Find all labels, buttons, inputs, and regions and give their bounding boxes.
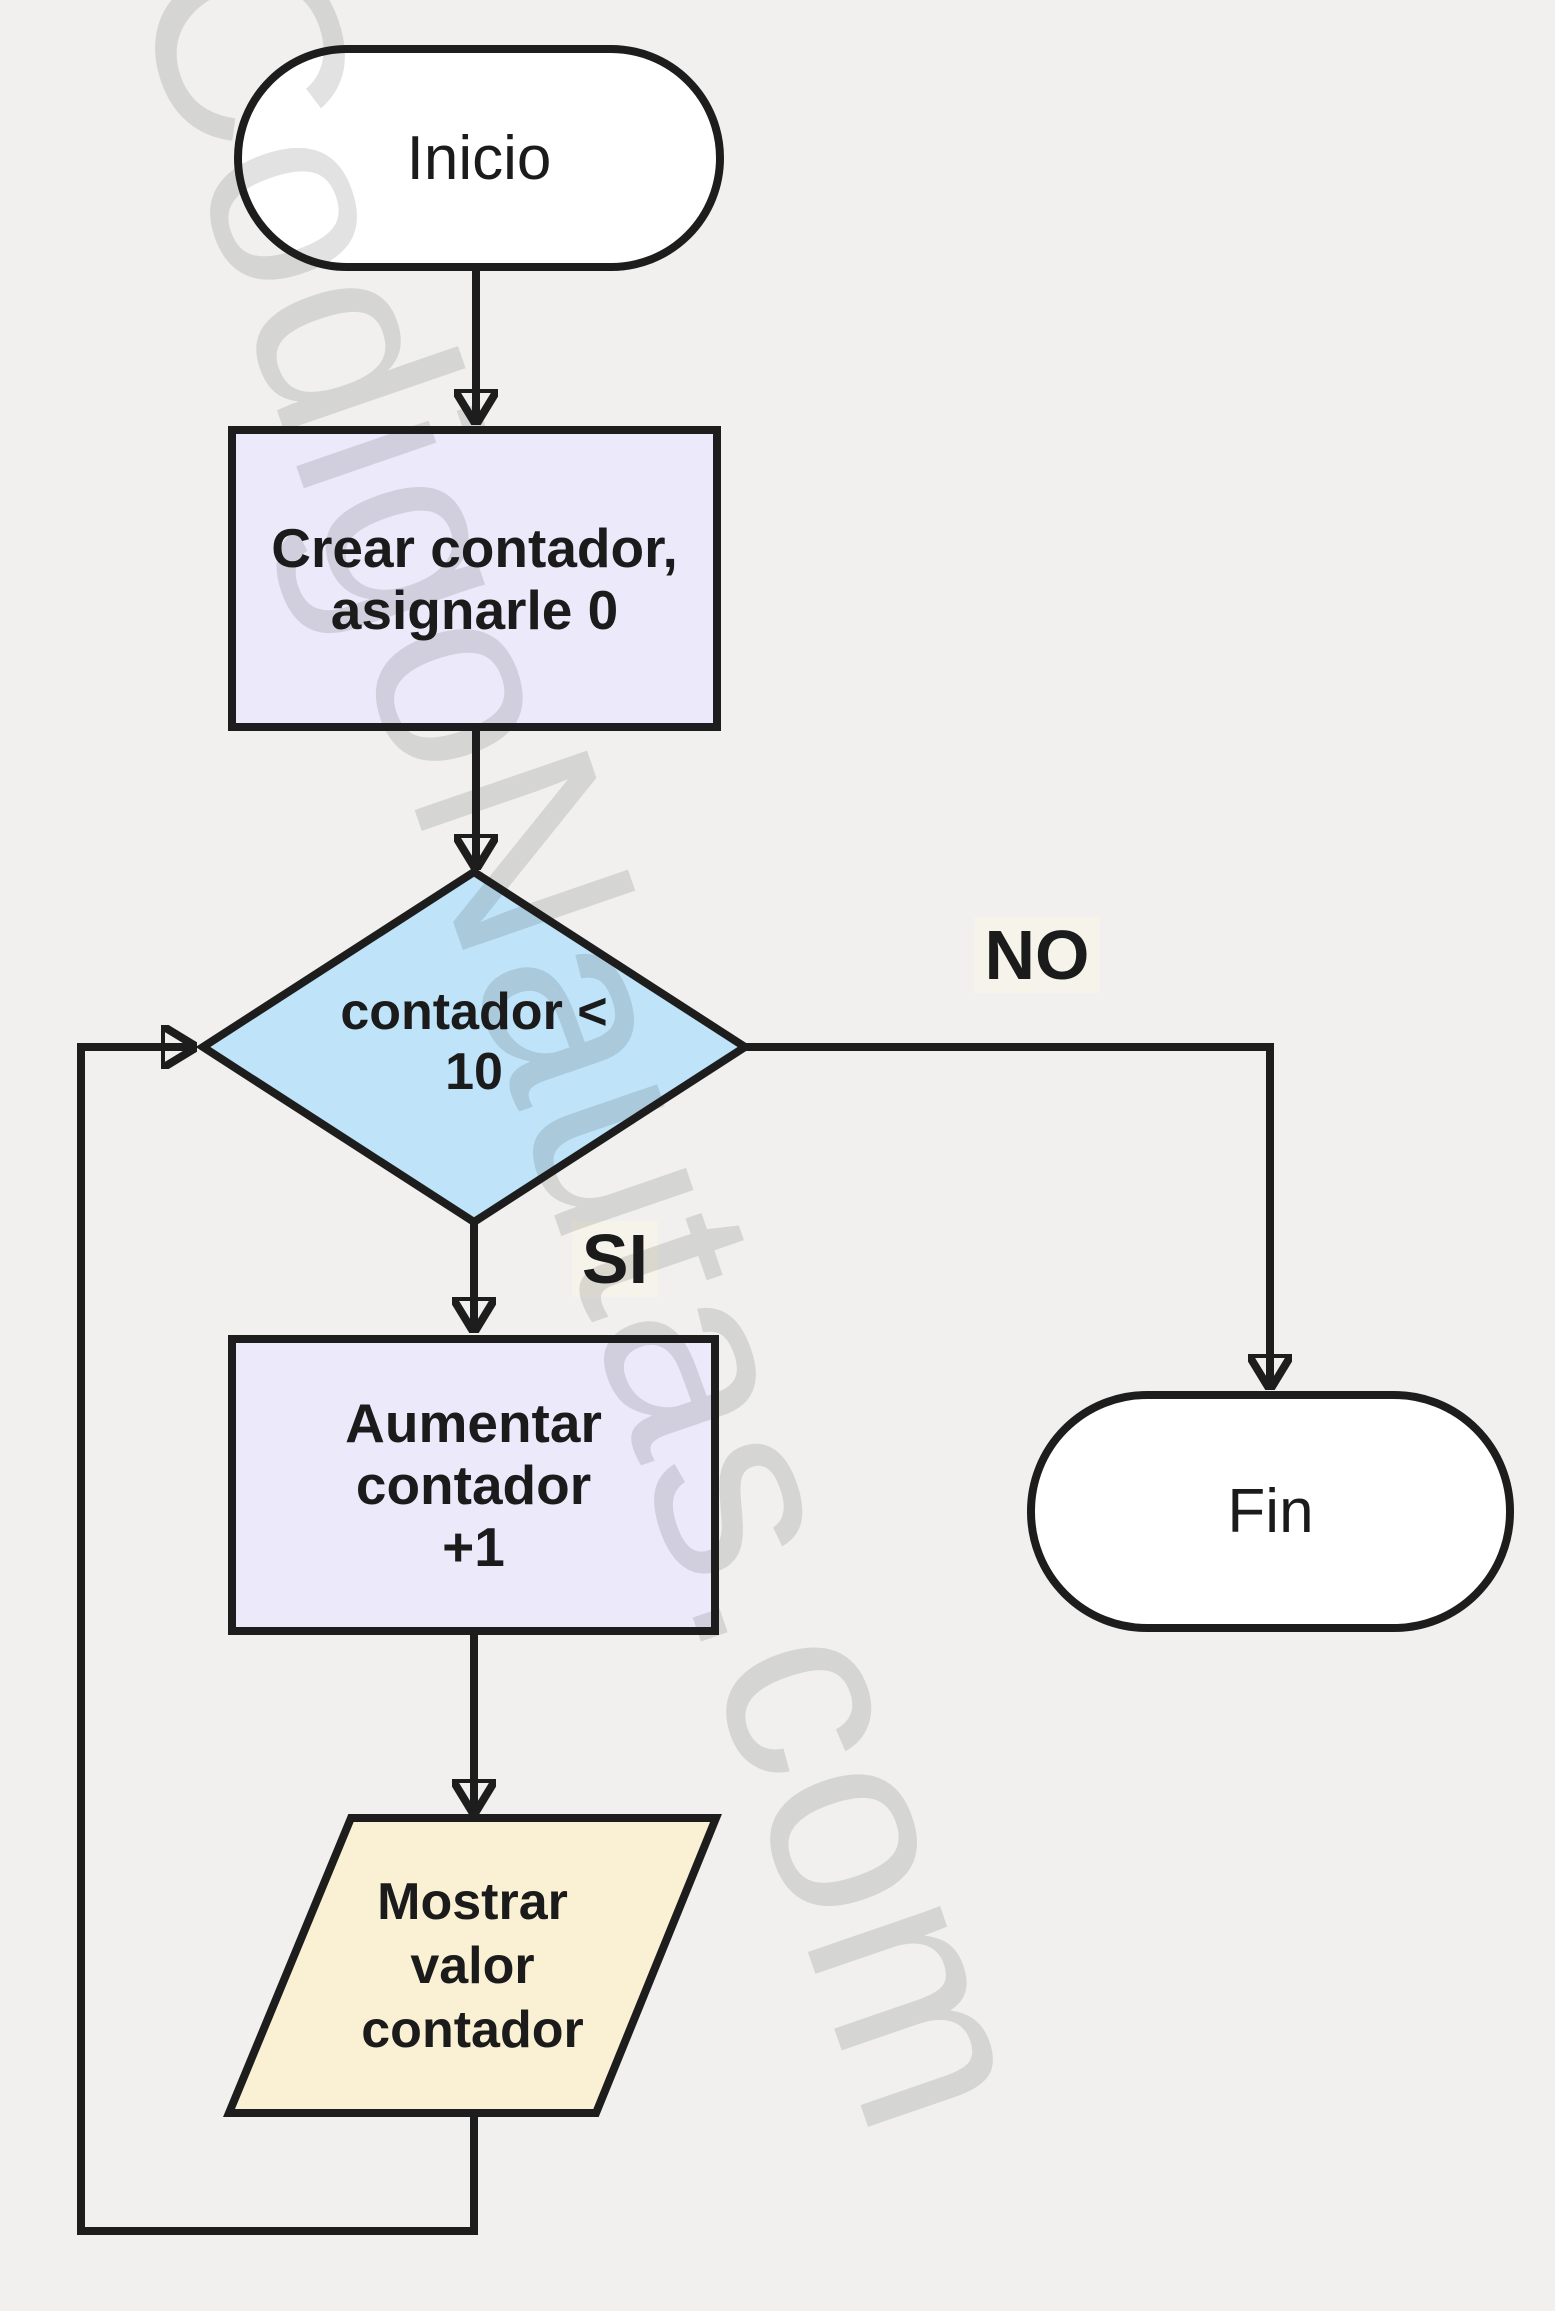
display-line1: Mostrar <box>377 1873 568 1931</box>
edge-label-si: SI <box>571 1221 659 1297</box>
increment-counter-node: Aumentar contador +1 <box>228 1335 719 1635</box>
decision-node-label: contador < 10 <box>274 982 674 1102</box>
create-counter-node: Crear contador, asignarle 0 <box>228 426 721 731</box>
start-node: Inicio <box>234 45 724 271</box>
edge-label-no: NO <box>974 917 1100 993</box>
start-node-label: Inicio <box>406 123 552 193</box>
display-parallelogram-shape <box>223 1814 722 2117</box>
edge-loop-display-to-decision <box>77 1047 478 2235</box>
display-node-label: Mostrar valor contador <box>229 1870 716 2062</box>
decision-line2: 10 <box>445 1043 503 1101</box>
display-line2: valor <box>410 1937 535 1995</box>
increment-line1: Aumentar contador <box>345 1392 602 1516</box>
create-counter-line1: Crear contador, <box>271 516 678 579</box>
edge-decision-no-to-end <box>745 1043 1270 1389</box>
decision-line1: contador < <box>340 983 608 1041</box>
create-counter-line2: asignarle 0 <box>330 578 619 641</box>
end-node: Fin <box>1027 1391 1514 1632</box>
display-line3: contador <box>361 2001 584 2059</box>
increment-line2: +1 <box>442 1516 505 1578</box>
end-node-label: Fin <box>1227 1477 1314 1546</box>
decision-diamond-shape <box>195 867 753 1227</box>
